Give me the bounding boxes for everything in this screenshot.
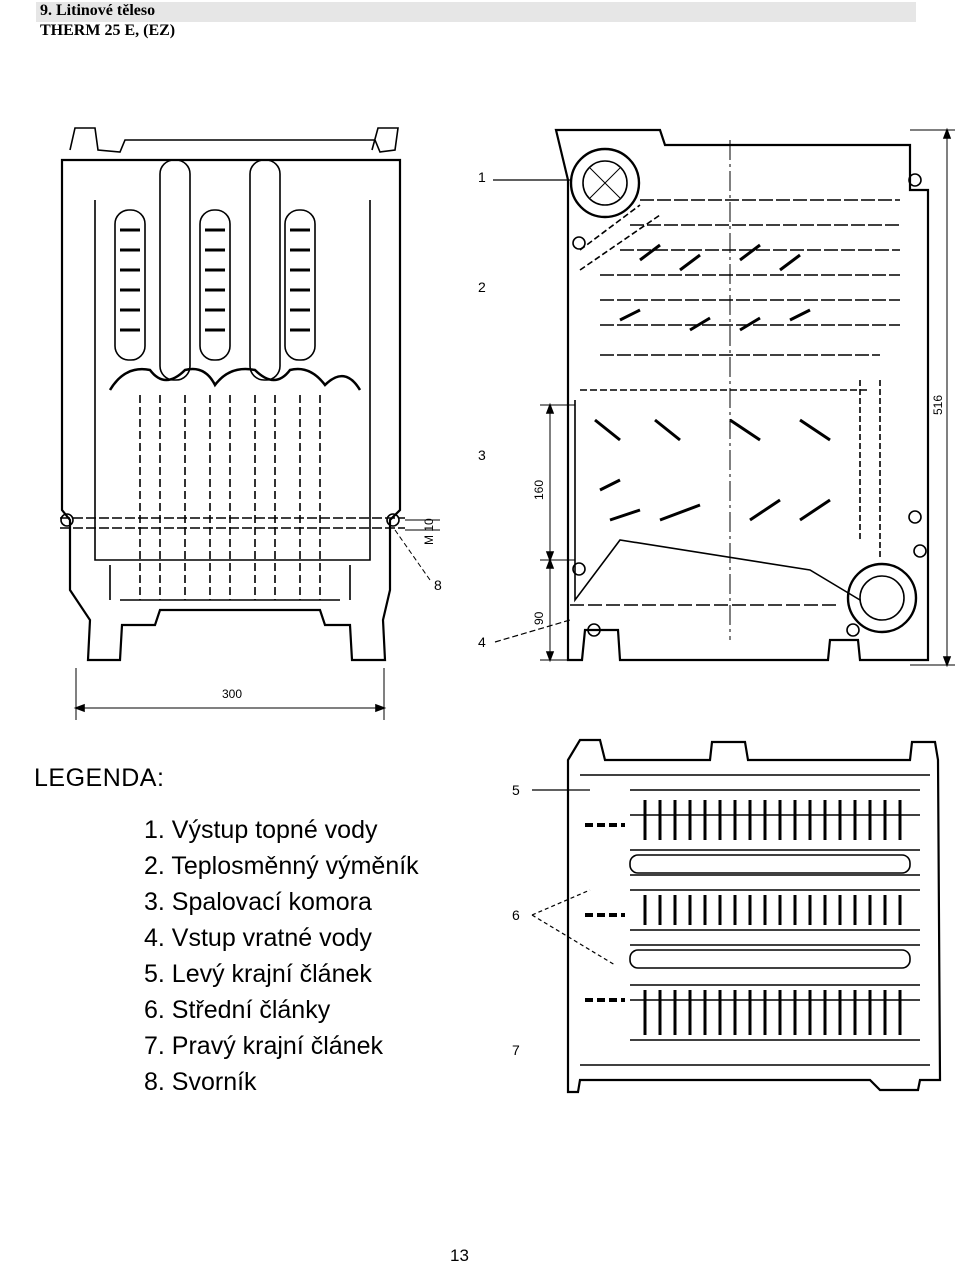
legend-item: 1. Výstup topné vody	[144, 816, 378, 844]
legend-item: 3. Spalovací komora	[144, 888, 372, 916]
callout-4: 4	[478, 634, 486, 650]
section-title: 9. Litinové těleso	[40, 2, 156, 19]
legend-title: LEGENDA:	[34, 764, 165, 792]
callout-7: 7	[512, 1042, 520, 1058]
legend-item: 2. Teplosměnný výměník	[144, 852, 419, 880]
model-title: THERM 25 E, (EZ)	[40, 22, 176, 39]
callout-3: 3	[478, 447, 486, 463]
side-view	[493, 127, 955, 668]
legend-item: 5. Levý krajní článek	[144, 960, 372, 988]
legend-item: 8. Svorník	[144, 1068, 257, 1096]
legend-list: 1. Výstup topné vody 2. Teplosměnný výmě…	[144, 812, 419, 1100]
dim-width-label: 300	[222, 687, 242, 701]
dim-bottom-label: 90	[532, 611, 546, 625]
callout-8: 8	[434, 577, 442, 593]
dim-height-label: 516	[931, 395, 945, 415]
callout-5: 5	[512, 782, 520, 798]
top-view	[531, 738, 942, 1094]
callout-6: 6	[512, 907, 520, 923]
legend-item: 7. Pravý krajní článek	[144, 1032, 383, 1060]
callout-2: 2	[478, 279, 486, 295]
legend-item: 4. Vstup vratné vody	[144, 924, 372, 952]
front-view	[60, 127, 440, 720]
callout-1: 1	[478, 169, 486, 185]
dim-combustion-label: 160	[532, 480, 546, 500]
header-bar	[36, 2, 916, 22]
dim-bolt-label: M 10	[422, 518, 436, 545]
legend-item: 6. Střední články	[144, 996, 331, 1024]
page-number: 13	[450, 1246, 469, 1265]
